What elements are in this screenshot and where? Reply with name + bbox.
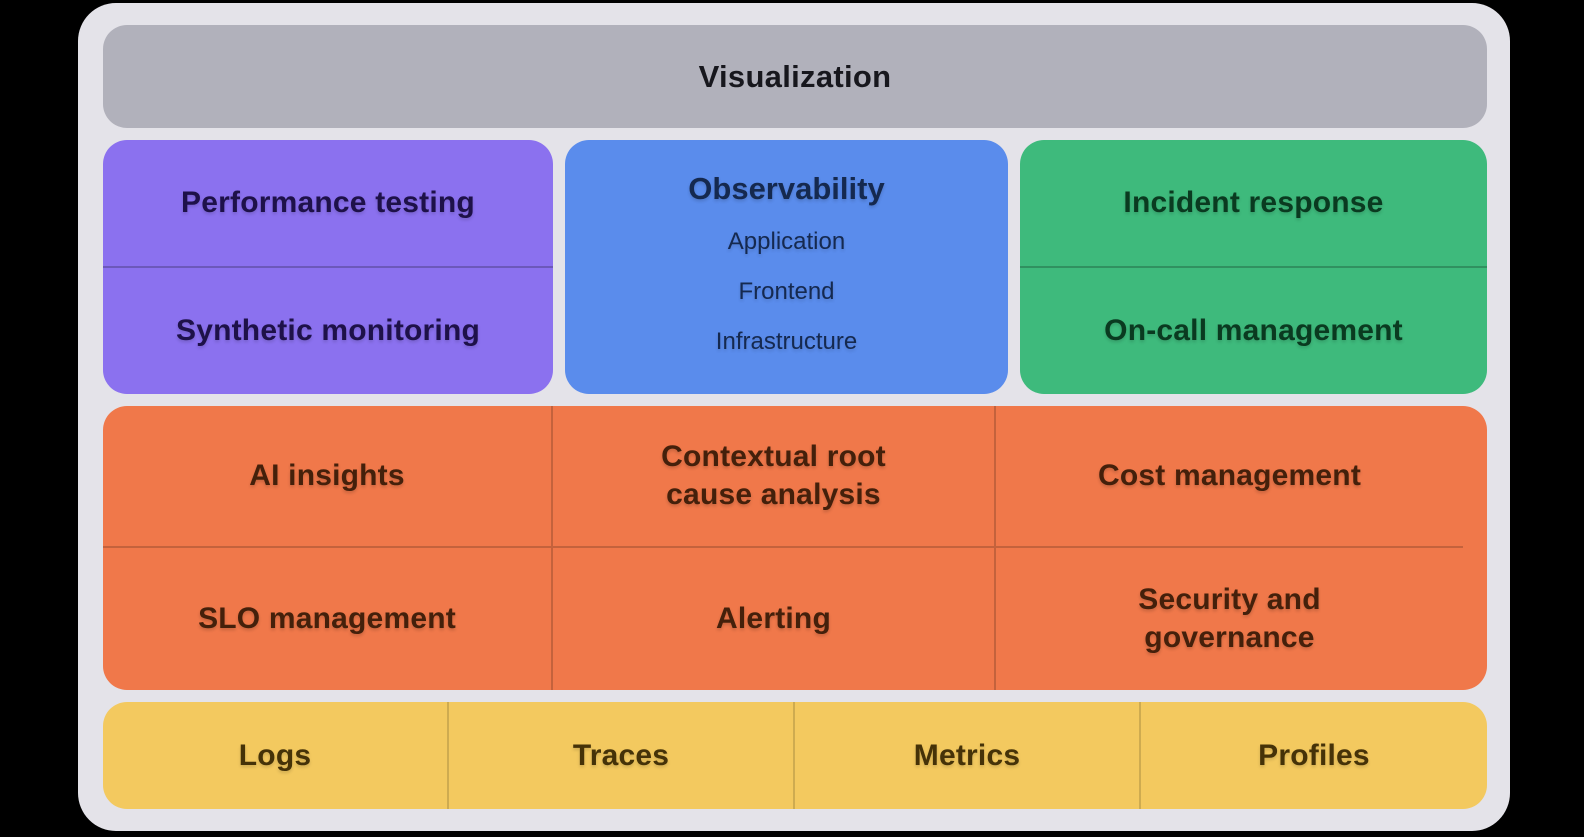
visualization-bar: Visualization — [103, 25, 1487, 128]
contextual-root-cause-analysis-cell: Contextual root cause analysis — [553, 406, 996, 548]
alerting-cell: Alerting — [553, 548, 996, 690]
performance-column: Performance testing Synthetic monitoring — [103, 140, 553, 394]
observability-item-frontend: Frontend — [738, 278, 835, 305]
ai-insights-cell: AI insights — [103, 406, 553, 548]
observability-item-infrastructure: Infrastructure — [715, 328, 858, 355]
observability-item-application: Application — [727, 228, 846, 255]
observability-column: Observability Application Frontend Infra… — [565, 140, 1008, 394]
slo-management-cell: SLO management — [103, 548, 553, 690]
incident-column: Incident response On-call management — [1020, 140, 1487, 394]
incident-response-cell: Incident response — [1020, 140, 1487, 268]
cost-management-cell: Cost management — [996, 406, 1463, 548]
features-grid: AI insights Contextual root cause analys… — [103, 406, 1487, 690]
profiles-cell: Profiles — [1258, 738, 1370, 772]
metrics-cell: Metrics — [795, 702, 1141, 809]
observability-box: Observability Application Frontend Infra… — [565, 140, 1008, 394]
logs-cell: Logs — [103, 702, 449, 809]
synthetic-monitoring-cell: Synthetic monitoring — [176, 314, 480, 347]
capability-row: Performance testing Synthetic monitoring… — [103, 140, 1487, 394]
on-call-management-cell: On-call management — [1104, 314, 1403, 347]
performance-testing-cell: Performance testing — [103, 140, 553, 268]
security-and-governance-cell: Security and governance — [1138, 583, 1321, 654]
signals-bar: Logs Traces Metrics Profiles — [103, 702, 1487, 809]
observability-title: Observability — [688, 171, 885, 206]
traces-cell: Traces — [449, 702, 795, 809]
stack-diagram-panel: Visualization Performance testing Synthe… — [78, 3, 1510, 831]
